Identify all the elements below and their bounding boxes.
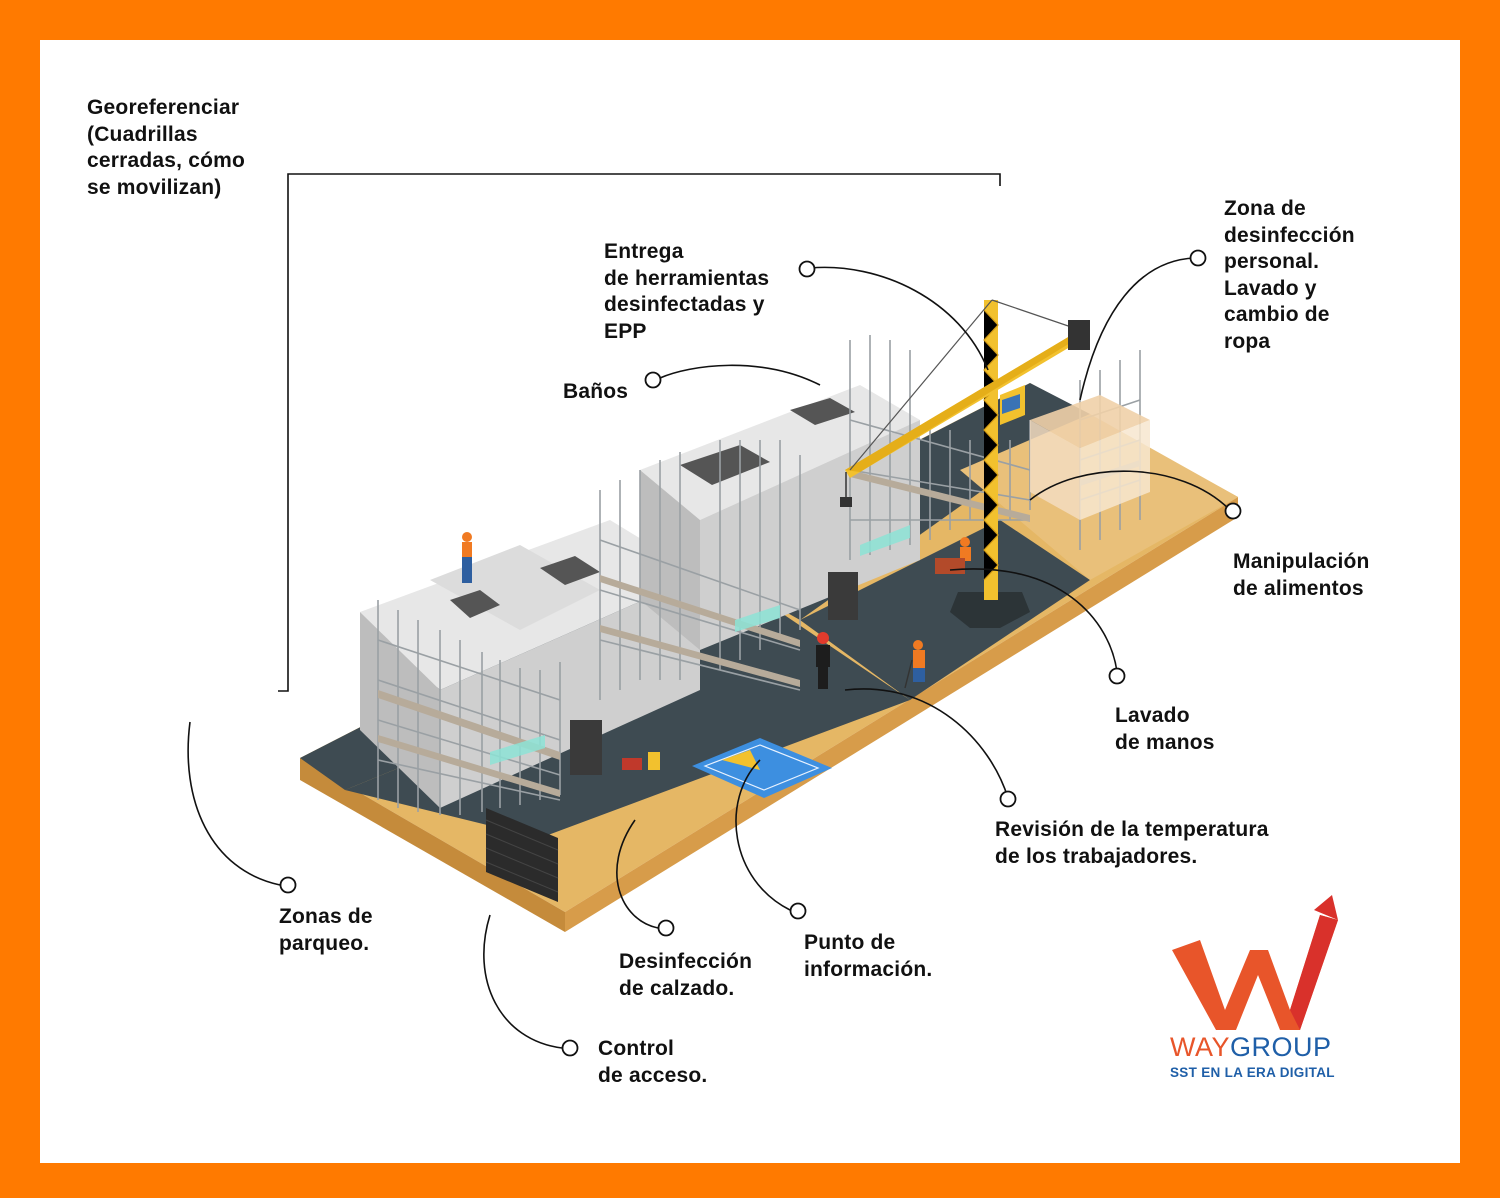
label-zona-desinfeccion: Zona de desinfección personal. Lavado y …: [1224, 197, 1355, 353]
worker-supervisor: [816, 632, 830, 689]
brand-name-group: GROUP: [1230, 1032, 1332, 1062]
waygroup-logo-mark: [1172, 895, 1338, 1030]
label-manipulacion-alimentos: Manipulación de alimentos: [1233, 550, 1370, 600]
label-control-acceso: Control de acceso.: [598, 1037, 708, 1087]
label-desinfeccion-calzado: Desinfección de calzado.: [619, 950, 753, 1000]
brand-tagline: SST EN LA ERA DIGITAL: [1170, 1065, 1335, 1080]
disinfection-booth: [1030, 395, 1150, 520]
label-zonas-parqueo: Zonas de parqueo.: [279, 905, 373, 955]
label-revision-temperatura: Revisión de la temperatura de los trabaj…: [995, 818, 1269, 868]
worker-surveyor: [904, 640, 925, 689]
label-georeferenciar: Georeferenciar (Cuadrillas cerradas, cóm…: [87, 96, 246, 199]
leader-dots: [279, 249, 1242, 1057]
leader-lines: [187, 173, 1231, 1049]
brand-name-way: WAY: [1170, 1032, 1230, 1062]
brand-name: WAYGROUP: [1170, 1032, 1332, 1063]
label-entrega-herramientas: Entrega de herramientas desinfectadas y …: [604, 240, 770, 343]
label-banos: Baños: [563, 380, 629, 403]
tower-crane: [840, 299, 1090, 628]
workers: [462, 532, 971, 770]
glass-panels: [490, 525, 910, 765]
tools-on-ground: [622, 752, 660, 770]
building-left: [360, 520, 700, 808]
label-punto-informacion: Punto de información.: [804, 931, 933, 981]
worker-on-roof: [462, 532, 472, 583]
label-lavado-manos: Lavado de manos: [1115, 704, 1215, 754]
